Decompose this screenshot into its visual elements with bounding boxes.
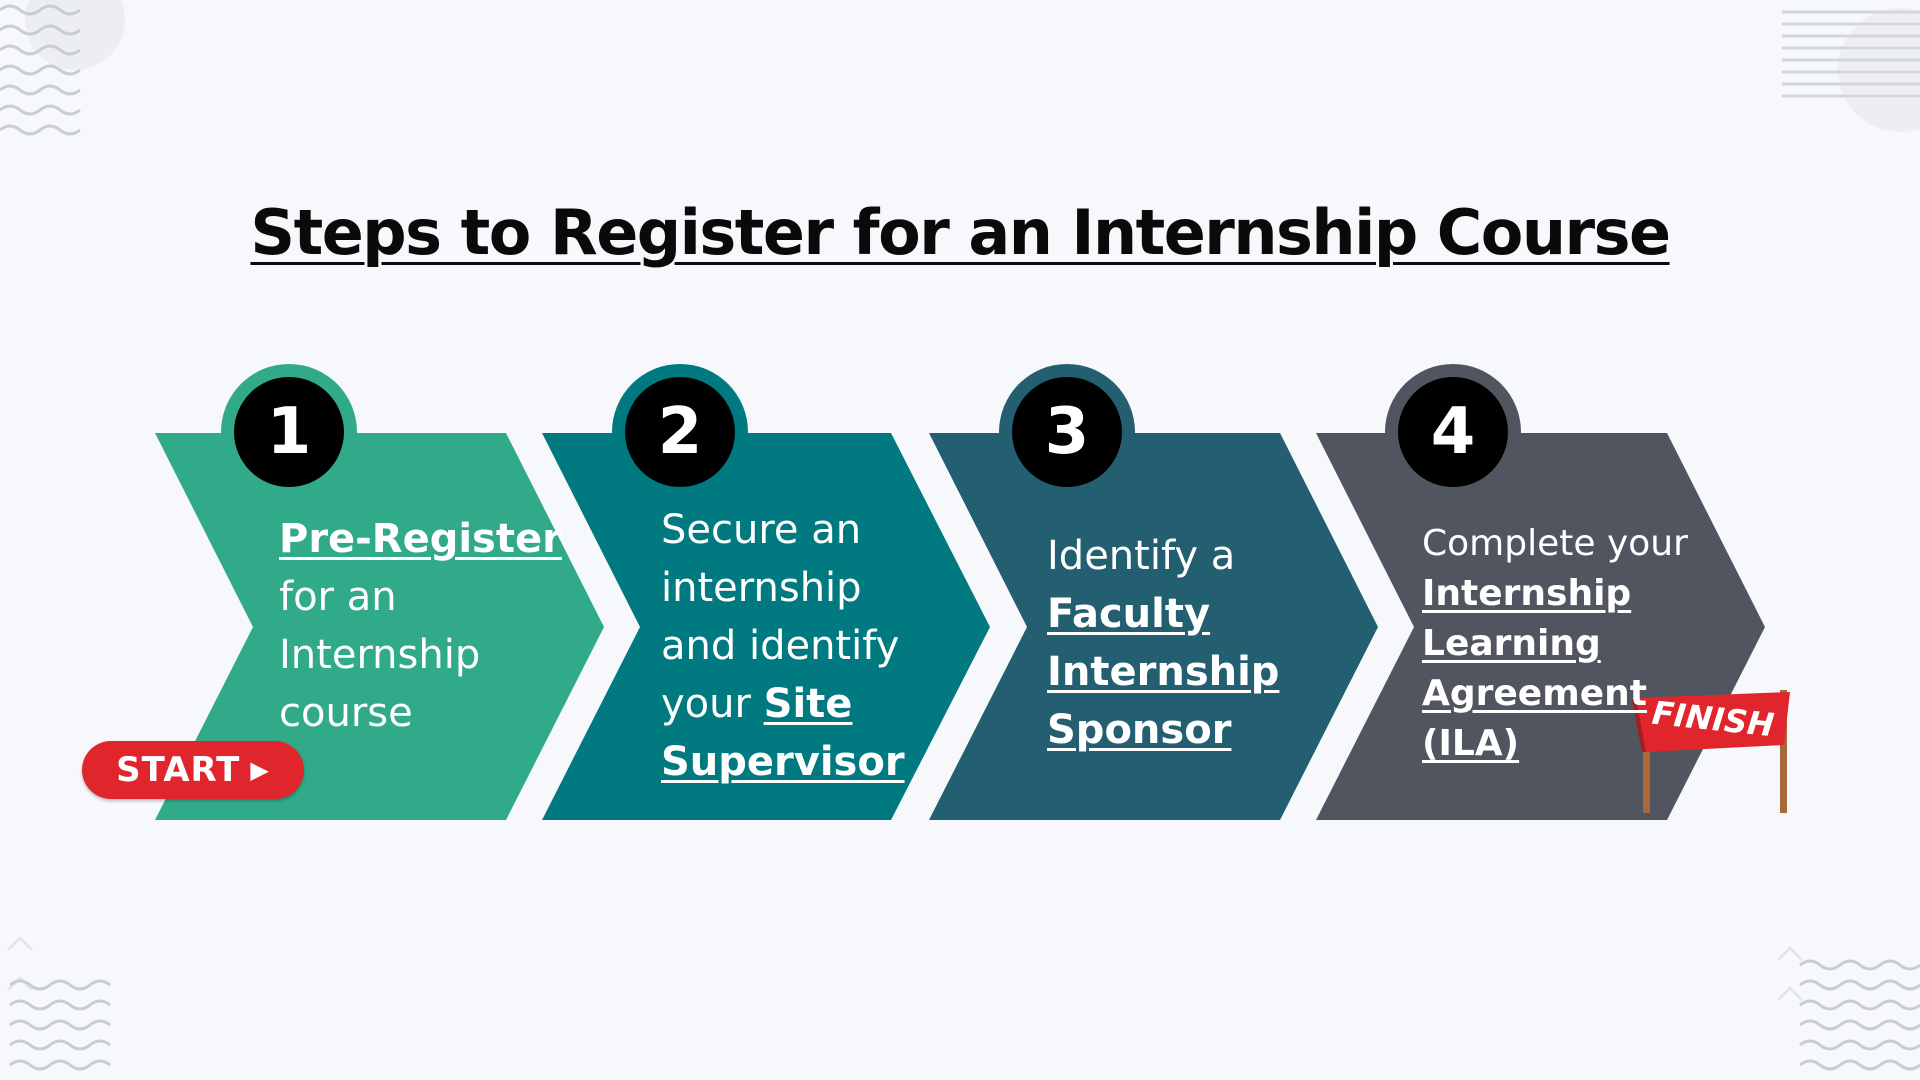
- step-4-line: Complete your: [1422, 523, 1688, 564]
- step-2-inline-text: your: [661, 681, 764, 727]
- finish-banner-icon: [1632, 690, 1790, 813]
- step-3-chevron: [929, 433, 1378, 820]
- step-2-chevron: [542, 433, 990, 820]
- sponsor-link[interactable]: Sponsor: [1047, 707, 1232, 753]
- step-1-number-badge: 1: [234, 377, 344, 487]
- wave-pattern-bottom-left: [6, 935, 111, 1071]
- step-1-line: Internship: [279, 632, 481, 678]
- wave-pattern-bottom-right: [1776, 945, 1920, 1071]
- page-title: Steps to Register for an Internship Cour…: [250, 196, 1671, 269]
- ila-agreement-link[interactable]: Agreement: [1422, 673, 1647, 714]
- wave-pattern-top-left: [0, 0, 125, 136]
- step-2-line: and identify: [661, 623, 900, 669]
- step-3-line: Identify a: [1047, 533, 1236, 579]
- step-1-line: course: [279, 690, 413, 736]
- step-2-text: Secure an internship and identify your S…: [661, 501, 905, 791]
- faculty-link[interactable]: Faculty: [1047, 591, 1211, 637]
- stripe-pattern-top-right: [1782, 8, 1920, 132]
- step-2-number-badge: 2: [625, 377, 735, 487]
- pre-register-link[interactable]: Pre-Register: [279, 516, 562, 562]
- supervisor-link[interactable]: Supervisor: [661, 739, 905, 785]
- start-label: START: [116, 750, 241, 790]
- step-1-chevron: [155, 433, 604, 820]
- step-1-text: Pre-Register for an Internship course: [279, 510, 562, 742]
- step-1-line: for an: [279, 574, 397, 620]
- step-4-text: Complete your Internship Learning Agreem…: [1422, 519, 1688, 769]
- step-4-number-badge: 4: [1398, 377, 1508, 487]
- ila-learning-link[interactable]: Learning: [1422, 623, 1601, 664]
- start-badge: START ▶: [82, 741, 304, 799]
- step-2-line: internship: [661, 565, 862, 611]
- play-triangle-icon: ▶: [250, 756, 270, 784]
- ila-abbrev-link[interactable]: (ILA): [1422, 723, 1520, 764]
- step-3-number-badge: 3: [1012, 377, 1122, 487]
- internship-link[interactable]: Internship: [1047, 649, 1280, 695]
- step-2-line: Secure an: [661, 507, 862, 553]
- site-link[interactable]: Site: [763, 681, 853, 727]
- ila-internship-link[interactable]: Internship: [1422, 573, 1632, 614]
- step-3-text: Identify a Faculty Internship Sponsor: [1047, 527, 1279, 759]
